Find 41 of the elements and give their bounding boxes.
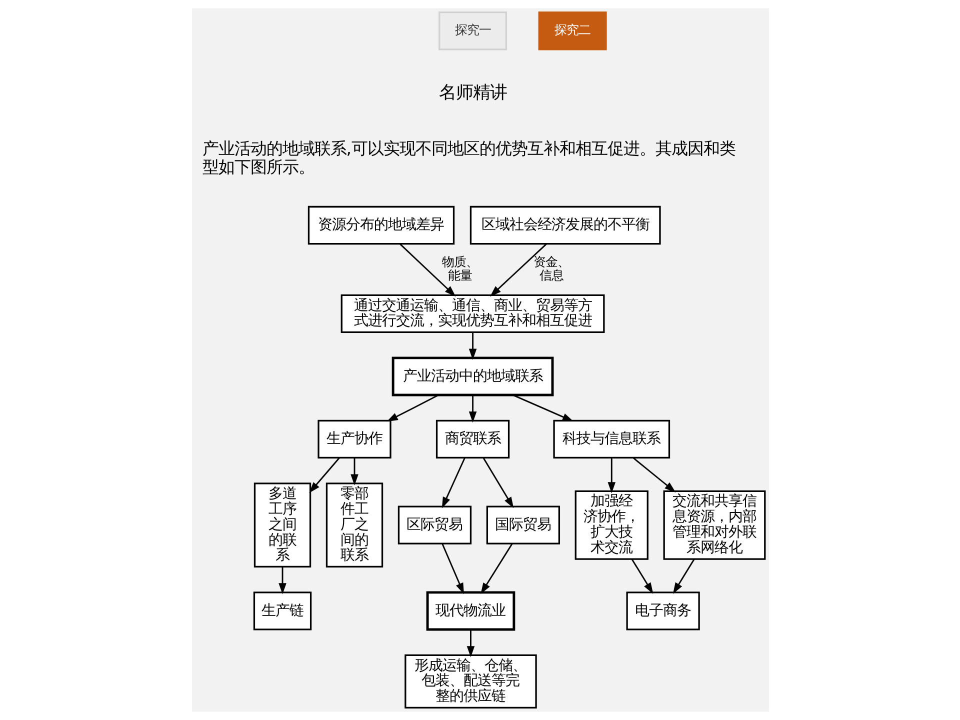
node-box: 现代物流业 bbox=[426, 591, 515, 631]
node-box: 形成运输、仓储、包装、配送等完整的供应链 bbox=[404, 654, 536, 708]
arrow bbox=[490, 244, 546, 297]
node-box: 加强经济协作，扩大技术交流 bbox=[574, 490, 648, 560]
arrow bbox=[278, 567, 286, 594]
label: 探究一 bbox=[454, 23, 490, 38]
node-box: 产业活动中的地域联系 bbox=[391, 356, 554, 396]
arrow bbox=[482, 458, 514, 508]
arrow bbox=[607, 458, 616, 494]
arrow bbox=[468, 332, 476, 360]
arrow bbox=[630, 558, 653, 594]
edge-label: 物质、能量 bbox=[441, 254, 478, 282]
node-box: 资源分布的地域差异 bbox=[307, 206, 454, 245]
arrow bbox=[632, 457, 676, 492]
node-box: 区际贸易 bbox=[397, 506, 472, 544]
node-box: 区域社会经济发展的不平衡 bbox=[469, 206, 660, 245]
arrow bbox=[308, 458, 340, 494]
node-box: 国际贸易 bbox=[486, 506, 560, 544]
node-box: 多道工序之间的联系 bbox=[253, 482, 311, 568]
node-box: 商贸联系 bbox=[435, 420, 510, 459]
node-box: 通过交通运输、通信、商业、贸易等方式进行交流，实现优势互补和相互促进 bbox=[340, 294, 604, 334]
arrow bbox=[468, 395, 476, 423]
arrow bbox=[672, 558, 694, 594]
node-box: 生产协作 bbox=[317, 420, 391, 459]
arrow bbox=[441, 458, 465, 508]
arrow bbox=[399, 244, 456, 297]
node-box: 零部件工厂之间的联系 bbox=[325, 482, 383, 568]
node-box: 生产链 bbox=[252, 592, 312, 630]
node-box: 电子商务 bbox=[626, 592, 700, 630]
edge-label: 资金、信息 bbox=[532, 254, 569, 282]
arrow bbox=[350, 458, 358, 486]
node-box: 交流和共享信息资源，内部管理和对外联系网络化 bbox=[662, 490, 766, 560]
label: 产业活动的地域联系,可以实现不同地区的优势互补和相互促进。其成因和类型如下图所示。 bbox=[202, 139, 736, 177]
label: 名师精讲 bbox=[438, 82, 506, 103]
arrow bbox=[441, 544, 464, 594]
arrow bbox=[466, 630, 474, 658]
arrow bbox=[386, 394, 438, 422]
arrow bbox=[480, 544, 512, 594]
node-box: 科技与信息联系 bbox=[552, 420, 670, 459]
label: 探究二 bbox=[554, 23, 590, 38]
arrow bbox=[512, 394, 574, 422]
